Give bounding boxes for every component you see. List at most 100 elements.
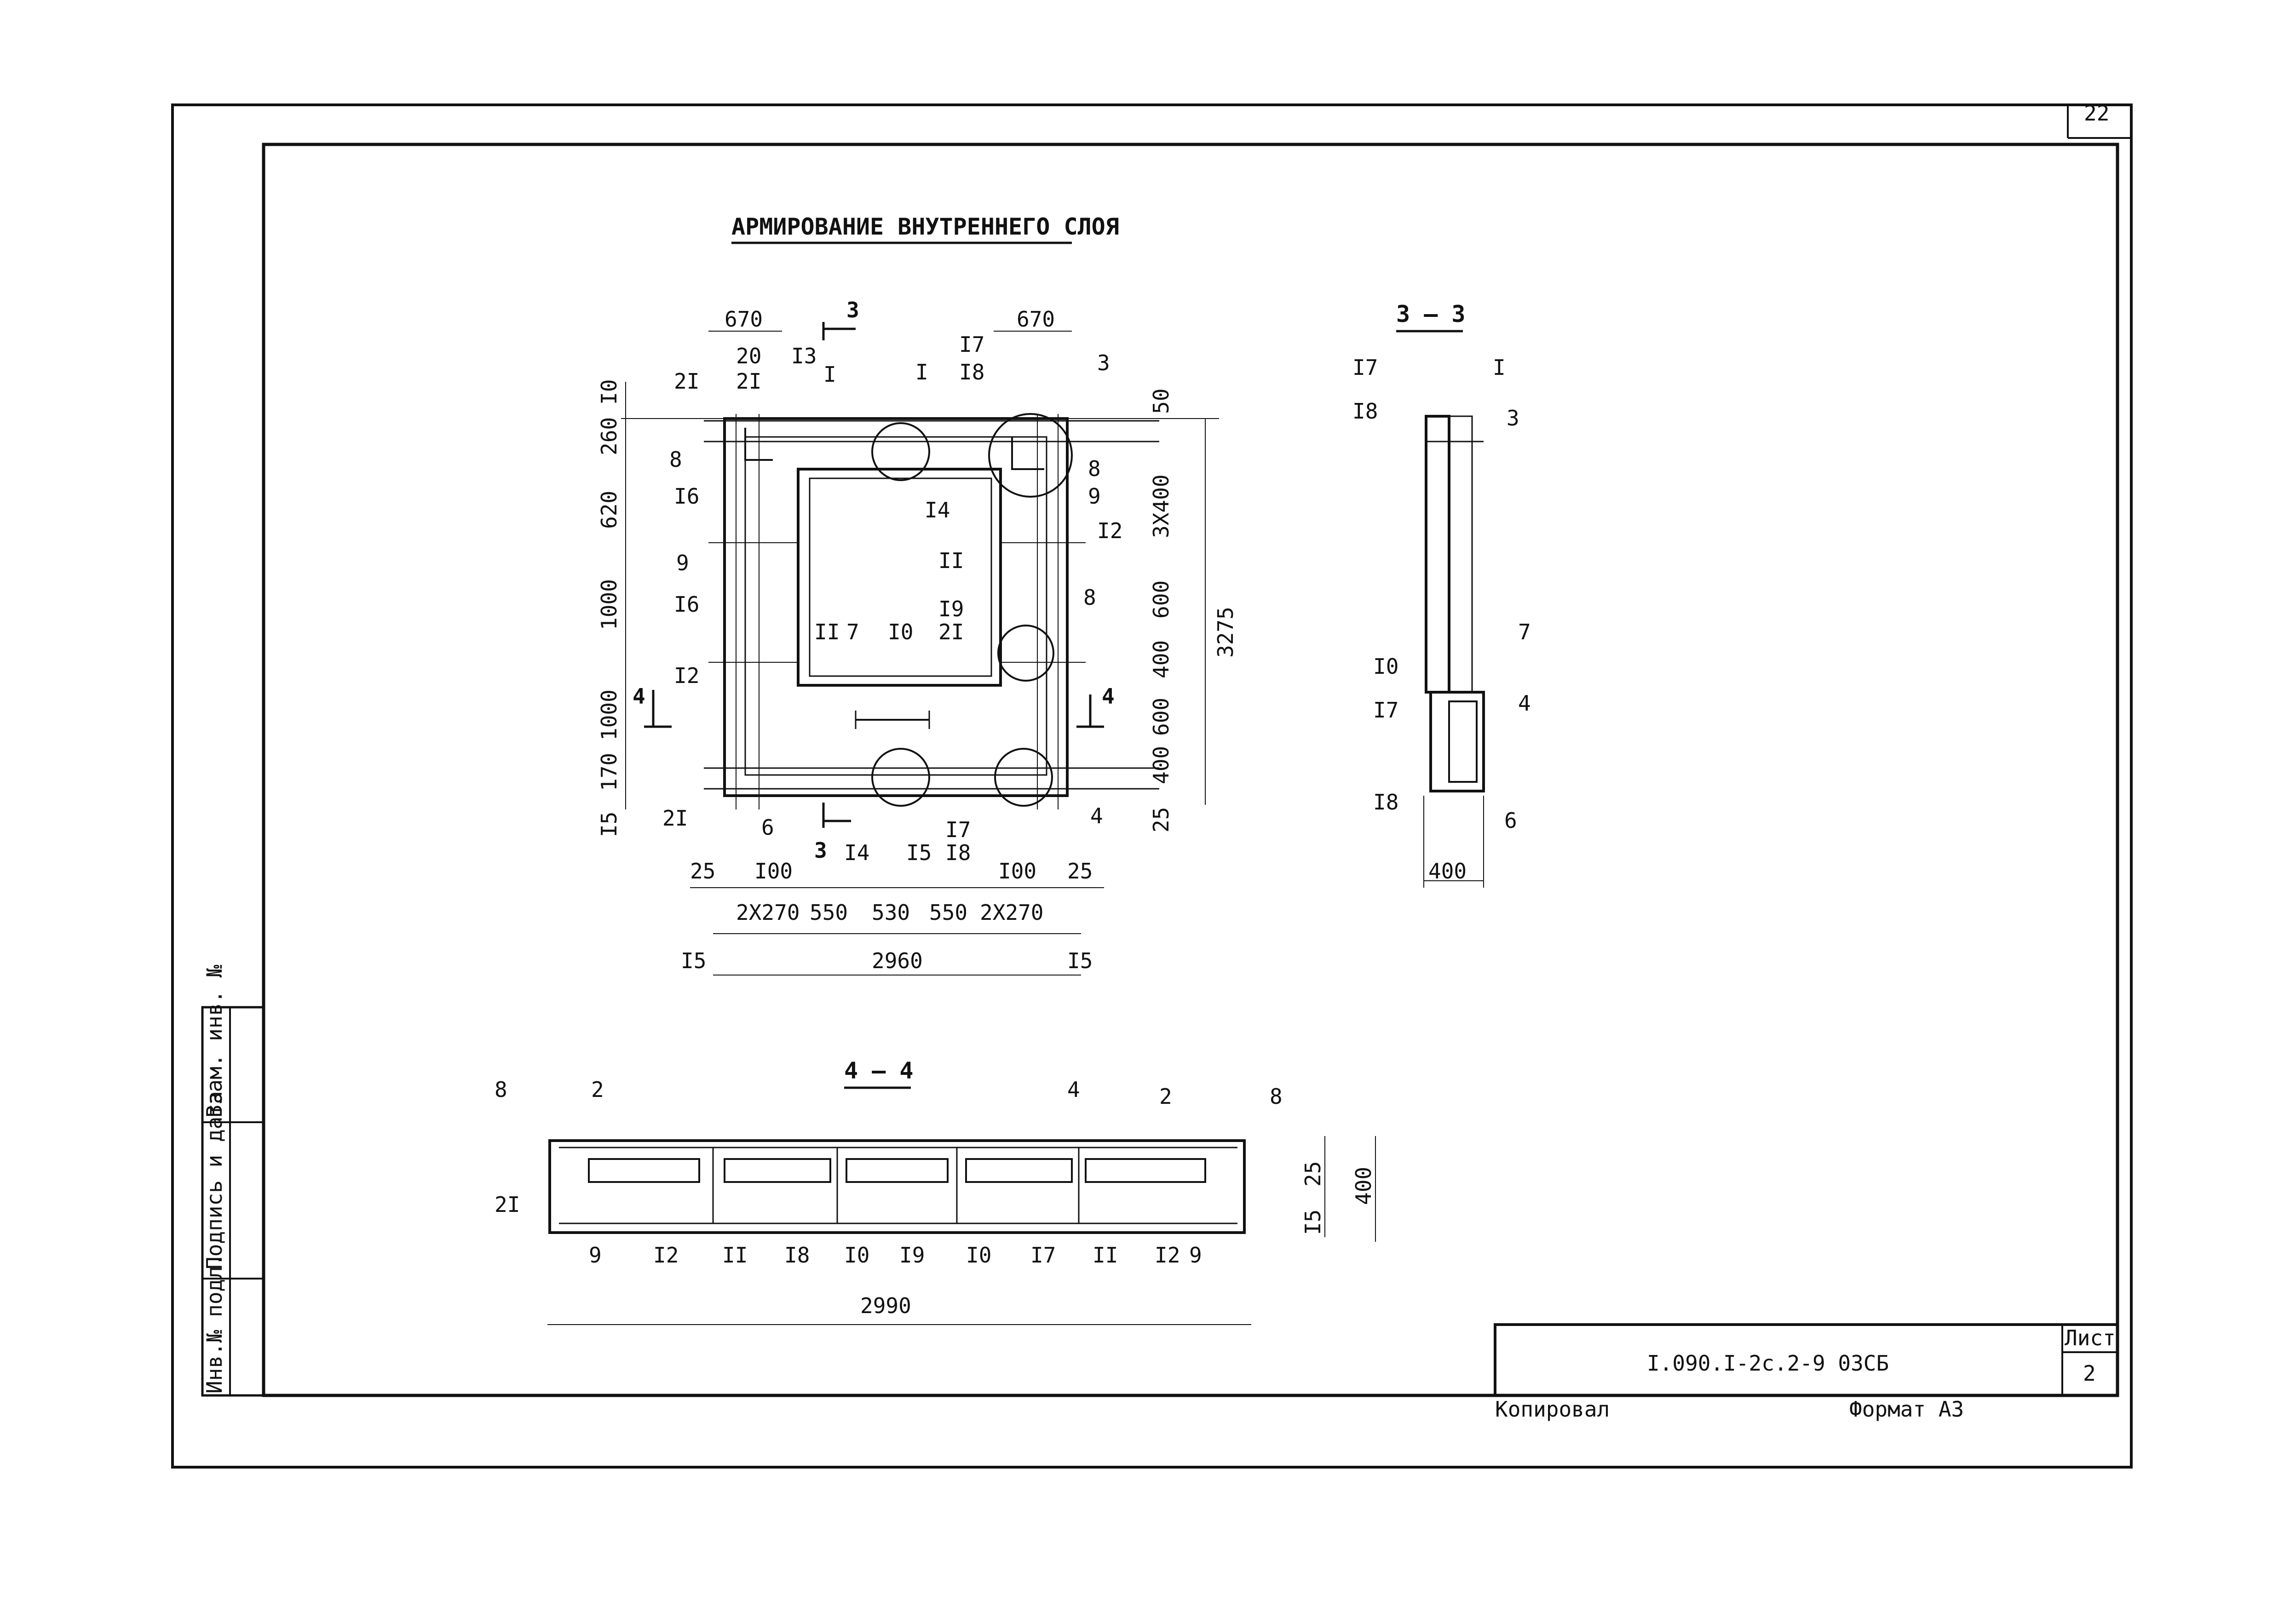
plan-dim-bottom2-4: 2Х270 <box>980 900 1043 925</box>
section-3-callout-17: I7 <box>1352 355 1378 380</box>
plan-dim-top-left: 670 <box>725 307 763 332</box>
section-3-callout-6: 6 <box>1504 808 1517 833</box>
section-4-callout-21: 2I <box>495 1192 520 1217</box>
section-4-callout-b7: I7 <box>1030 1243 1056 1268</box>
section-4-callout-b4: I0 <box>844 1243 869 1268</box>
plan-dim-bottom-0: 25 <box>690 859 715 884</box>
plan-callout-1a: I <box>823 362 836 387</box>
sheet-number: 2 <box>2083 1361 2096 1386</box>
section-3-callout-10: I0 <box>1373 654 1398 679</box>
plan-callout-9a: 9 <box>676 551 689 575</box>
plan-callout-1b: I <box>915 360 928 384</box>
plan-callout-12a: I2 <box>674 663 699 688</box>
corner-page-number: 22 <box>2084 101 2109 126</box>
plan-dim-bottom3-0: I5 <box>681 948 706 973</box>
plan-view <box>621 331 1219 976</box>
plan-dim-right-total: 3275 <box>1213 607 1238 658</box>
plan-section-mark-3-top: 3 <box>846 298 859 322</box>
section-3-callout-17b: I7 <box>1373 698 1398 723</box>
section-4-dim-length: 2990 <box>860 1293 911 1318</box>
plan-callout-20: 20 <box>736 344 761 368</box>
section-3-callout-18b: I8 <box>1373 790 1398 815</box>
plan-callout-15: I5 <box>906 840 932 865</box>
plan-dim-bottom3-2: I5 <box>1067 948 1093 973</box>
plan-dim-bottom2-2: 530 <box>872 900 910 925</box>
plan-callout-9b: 9 <box>1088 484 1101 509</box>
plan-dim-left-5: 170 <box>597 753 621 791</box>
plan-callout-17-bottom: I7 <box>945 817 971 842</box>
plan-dim-right-6: 25 <box>1149 807 1174 832</box>
drawing-title: АРМИРОВАНИЕ ВНУТРЕННЕГО СЛОЯ <box>731 213 1119 240</box>
plan-callout-12b: I2 <box>1097 518 1122 543</box>
section-4-dim-400: 400 <box>1351 1167 1376 1205</box>
plan-callout-6: 6 <box>761 815 774 840</box>
plan-dim-right-2: 600 <box>1149 580 1174 619</box>
copied-label: Копировал <box>1495 1397 1610 1422</box>
section-4-callout-b3: I8 <box>784 1243 810 1268</box>
section-4-view <box>547 1136 1376 1325</box>
section-4-callout-2b: 2 <box>1159 1084 1172 1109</box>
section-3-callout-3: 3 <box>1507 406 1519 430</box>
section-4-callout-8b: 8 <box>1270 1084 1283 1109</box>
plan-dim-bottom-3: 25 <box>1067 859 1093 884</box>
plan-callout-8b: 8 <box>1088 456 1101 481</box>
side-stamp-inv: Инв.№ подл. <box>202 1253 227 1394</box>
plan-callout-21d: 2I <box>938 620 964 644</box>
drawing-code: I.090.I-2c.2-9 03СБ <box>1647 1351 1889 1376</box>
section-4-callout-b1: I2 <box>653 1243 679 1268</box>
plan-dim-bottom3-1: 2960 <box>872 948 923 973</box>
plan-callout-14b: I4 <box>844 840 869 865</box>
section-3-view <box>1423 415 1485 888</box>
plan-callout-17-top: I7 <box>959 332 984 357</box>
plan-callout-18-top: I8 <box>959 360 984 384</box>
plan-dim-left-3: 1000 <box>597 579 621 630</box>
plan-callout-19: I9 <box>938 597 964 621</box>
plan-callout-4: 4 <box>1090 803 1103 828</box>
plan-dim-top-right: 670 <box>1017 307 1055 332</box>
section-4-callout-b8: II <box>1093 1243 1118 1268</box>
plan-dim-left-2: 620 <box>597 491 621 529</box>
plan-section-mark-3-bottom: 3 <box>814 838 827 863</box>
section-3-callout-4: 4 <box>1518 691 1531 716</box>
plan-dim-bottom-1: I00 <box>754 859 793 884</box>
plan-callout-7: 7 <box>846 620 859 644</box>
section-3-dim-width: 400 <box>1428 859 1467 884</box>
plan-callout-18-bottom: I8 <box>945 840 971 865</box>
section-4-callout-8a: 8 <box>495 1077 507 1102</box>
plan-callout-10: I0 <box>888 620 913 644</box>
section-4-callout-b10: 9 <box>1189 1243 1202 1268</box>
plan-dim-left-0: I0 <box>597 379 621 405</box>
plan-callout-13: I3 <box>791 344 817 368</box>
section-4-callout-2a: 2 <box>591 1077 604 1102</box>
sheet-label: Лист <box>2065 1326 2116 1350</box>
plan-callout-21c: 2I <box>662 806 688 831</box>
plan-callout-11b: II <box>814 620 840 644</box>
plan-dim-bottom2-3: 550 <box>929 900 967 925</box>
plan-dim-right-0: 50 <box>1149 389 1174 414</box>
section-3-callout-1: I <box>1493 355 1506 380</box>
plan-section-mark-4-right: 4 <box>1102 684 1115 709</box>
plan-callout-16b: I6 <box>674 592 699 617</box>
plan-dim-left-1: 260 <box>597 417 621 455</box>
section-4-callout-b2: II <box>722 1243 748 1268</box>
plan-section-mark-4-left: 4 <box>633 684 645 709</box>
plan-dim-bottom2-1: 550 <box>810 900 848 925</box>
plan-dim-bottom2-0: 2Х270 <box>736 900 800 925</box>
plan-callout-11a: II <box>938 548 964 573</box>
sheet-frame <box>171 103 2133 1469</box>
title-block <box>1494 1323 2119 1397</box>
section-3-callout-7: 7 <box>1518 620 1531 644</box>
plan-callout-14a: I4 <box>925 498 950 522</box>
section-4-callout-b9: I2 <box>1155 1243 1180 1268</box>
plan-dim-right-1: 3Х400 <box>1149 475 1174 538</box>
plan-callout-21a: 2I <box>736 369 761 394</box>
section-4-dim-25: 25 <box>1300 1161 1325 1187</box>
plan-dim-right-4: 600 <box>1149 698 1174 736</box>
plan-dim-right-5: 400 <box>1149 746 1174 784</box>
plan-callout-8a: 8 <box>669 447 682 472</box>
section-4-callout-b6: I0 <box>966 1243 991 1268</box>
section-4-callout-b5: I9 <box>899 1243 925 1268</box>
plan-dim-right-3: 400 <box>1149 640 1174 678</box>
side-stamp-signature: Подпись и дата <box>202 1091 227 1269</box>
